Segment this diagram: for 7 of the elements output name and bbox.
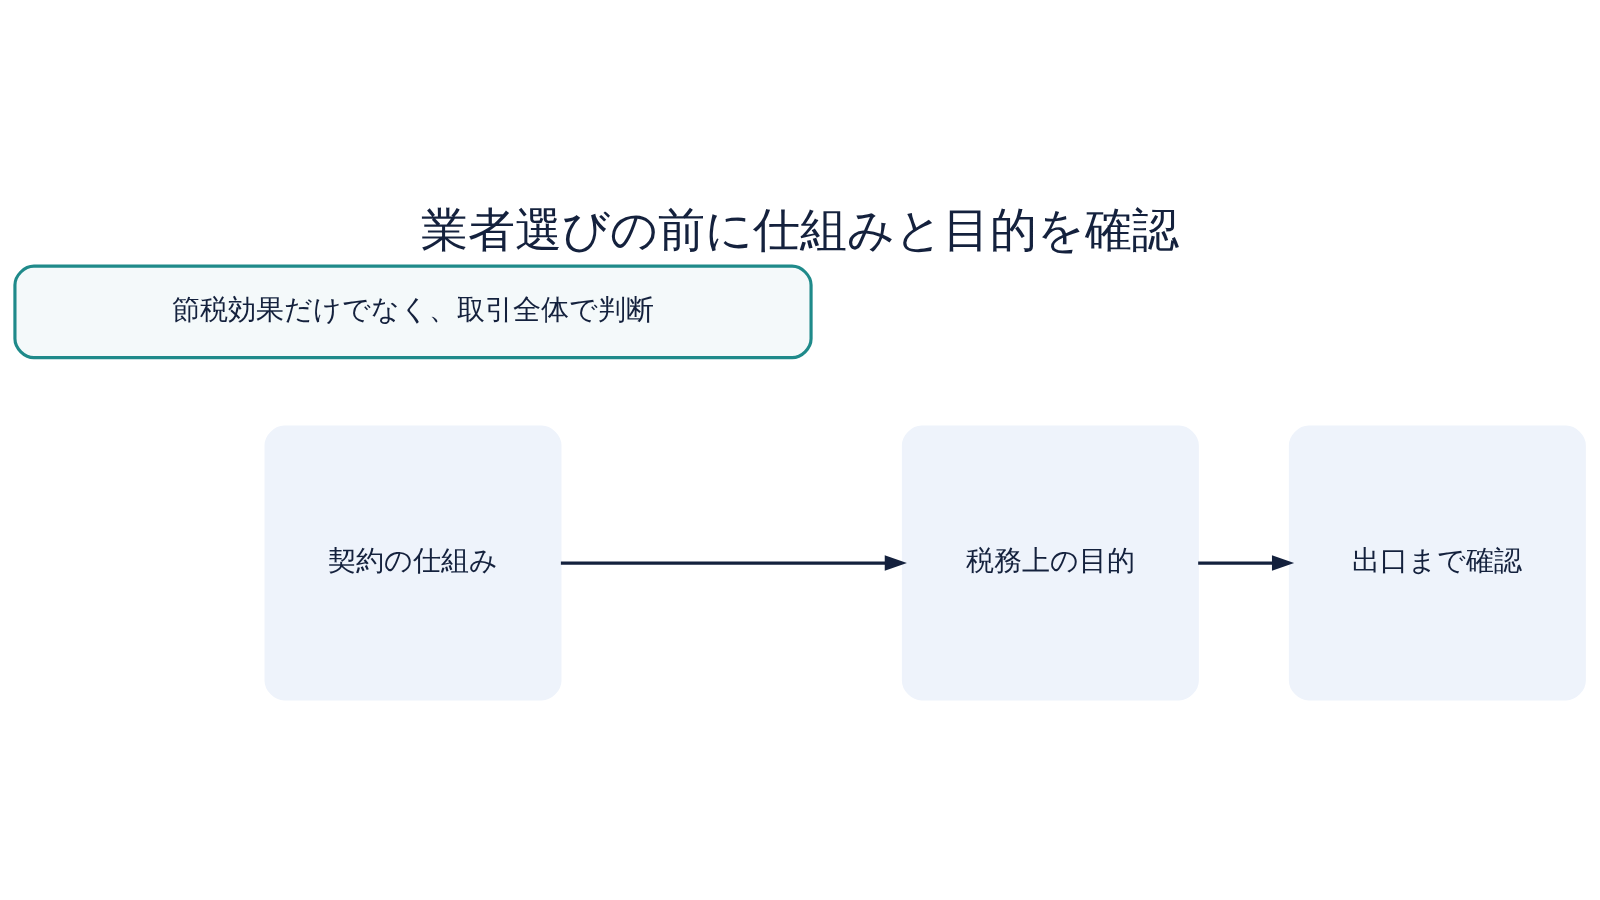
diagram-title: 業者選びの前に仕組みと目的を確認	[421, 201, 1179, 257]
node-box: 節税効果だけでなく、取引全体で判断	[13, 264, 813, 359]
arrow	[560, 554, 907, 571]
node-box: 契約の仕組み	[264, 425, 562, 700]
arrow	[1198, 554, 1295, 571]
node-box: 出口まで確認	[1288, 425, 1586, 700]
node-box: 税務上の目的	[901, 425, 1199, 700]
